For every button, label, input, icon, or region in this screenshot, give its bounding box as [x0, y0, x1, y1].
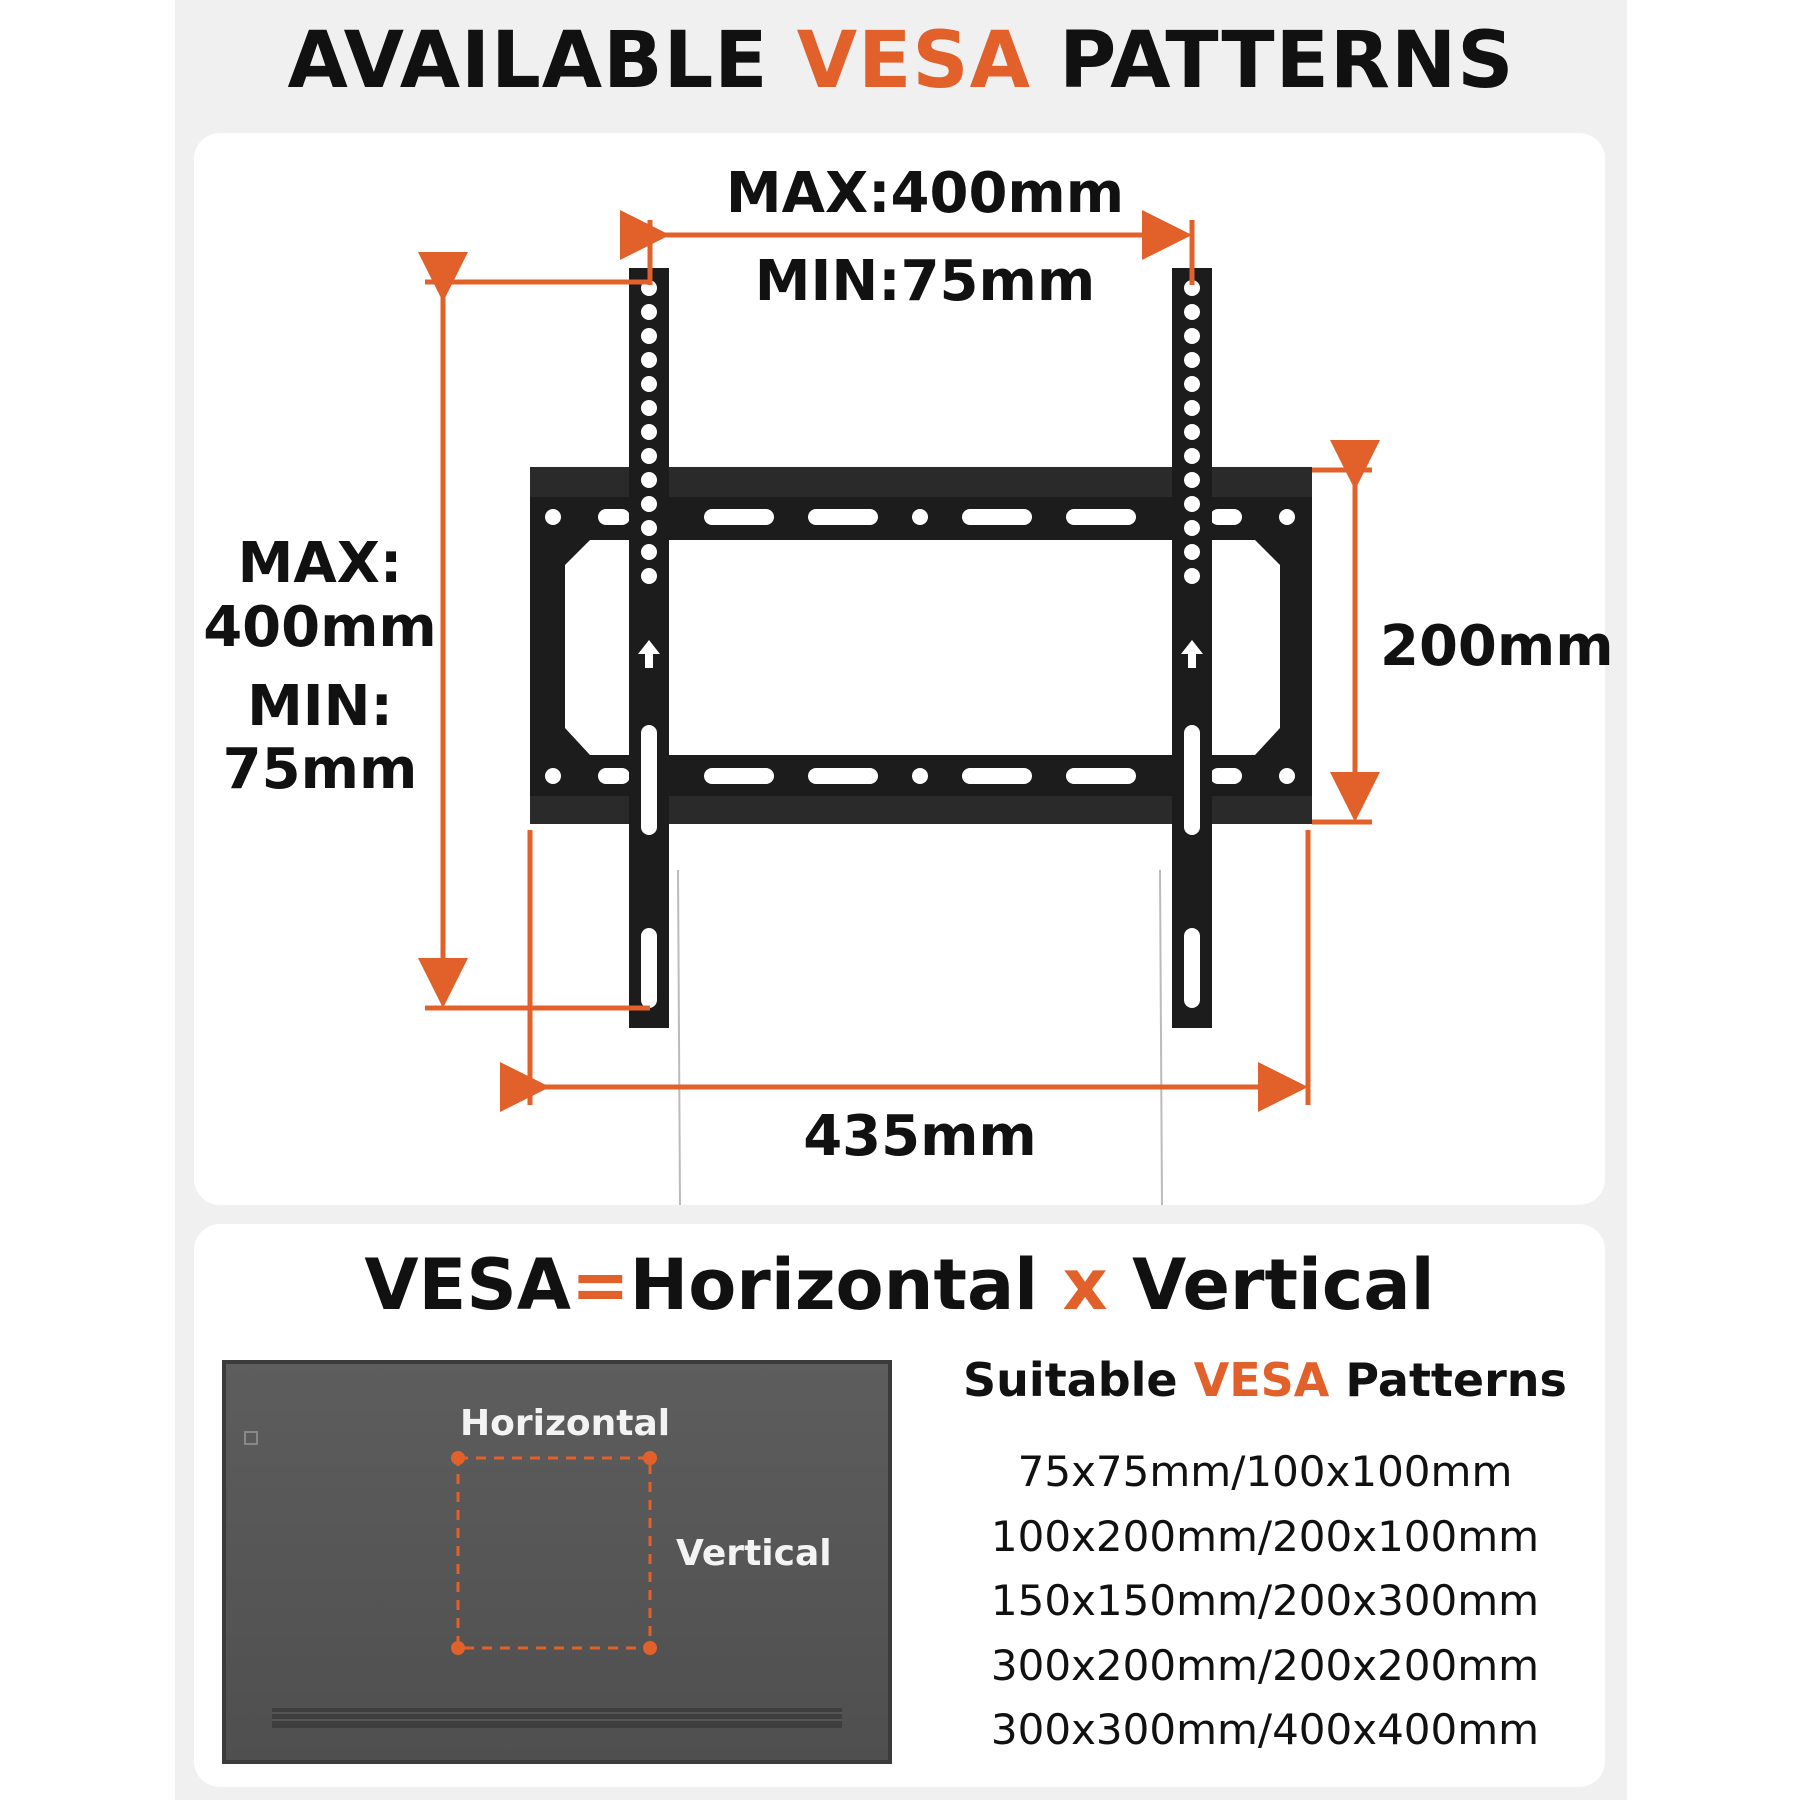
safety-cord-left: [677, 869, 681, 1206]
dimension-lines: [418, 210, 1380, 1112]
pattern-list: 75x75mm/100x100mm 100x200mm/200x100mm 15…: [940, 1440, 1590, 1763]
vesa-hole: [451, 1641, 465, 1655]
pattern-item: 300x300mm/400x400mm: [990, 1705, 1540, 1754]
pattern-item: 100x200mm/200x100mm: [990, 1511, 1540, 1561]
tv-vent-strip: [272, 1708, 842, 1728]
bottom-rail-slots: [545, 768, 1295, 784]
page-title: AVAILABLE VESA PATTERNS: [175, 14, 1627, 109]
top-min-label: MIN:75mm: [754, 249, 1096, 314]
left-max-label: MAX:: [237, 531, 403, 596]
vesa-hole: [643, 1641, 657, 1655]
suitable-patterns-title: Suitable VESA Patterns: [940, 1350, 1590, 1410]
top-rail-slots: [545, 509, 1295, 525]
left-min-label: MIN:: [247, 674, 393, 739]
suitable-accent: VESA: [1193, 1353, 1330, 1407]
suitable-part2: Patterns: [1329, 1353, 1567, 1407]
up-arrow-icon: [638, 640, 660, 668]
vesa-hole-pattern: [456, 1456, 652, 1650]
tv-vertical-label: Vertical: [676, 1533, 832, 1574]
formula-equals: =: [570, 1244, 630, 1326]
right-mounting-arm: [1172, 268, 1212, 1028]
tv-horizontal-label: Horizontal: [460, 1403, 671, 1444]
vesa-formula: VESA=Horizontal x Vertical: [194, 1240, 1605, 1330]
vesa-hole: [643, 1451, 657, 1465]
top-max-label: MAX:400mm: [725, 161, 1125, 226]
pattern-item: 300x200mm/200x200mm: [990, 1640, 1540, 1690]
vesa-hole: [451, 1451, 465, 1465]
title-part1: AVAILABLE: [287, 16, 797, 106]
suitable-part1: Suitable: [963, 1353, 1194, 1407]
left-max-value: 400mm: [203, 595, 437, 660]
title-accent: VESA: [796, 16, 1031, 106]
formula-vesa: VESA: [364, 1244, 571, 1326]
right-height-label: 200mm: [1380, 614, 1614, 679]
formula-horizontal: Horizontal: [629, 1244, 1039, 1326]
title-part2: PATTERNS: [1030, 16, 1515, 106]
pattern-item: 150x150mm/200x300mm: [990, 1576, 1540, 1625]
formula-vertical: Vertical: [1132, 1244, 1435, 1326]
pattern-item: 75x75mm/100x100mm: [1017, 1447, 1513, 1496]
left-mounting-arm: [629, 268, 669, 1028]
safety-cord-right: [1159, 869, 1163, 1206]
tv-port-icon: [244, 1431, 258, 1445]
up-arrow-icon: [1181, 640, 1203, 668]
left-min-value: 75mm: [222, 737, 418, 802]
bottom-width-label: 435mm: [803, 1104, 1037, 1169]
tv-back-panel: [222, 1360, 892, 1764]
formula-times: x: [1038, 1244, 1133, 1326]
